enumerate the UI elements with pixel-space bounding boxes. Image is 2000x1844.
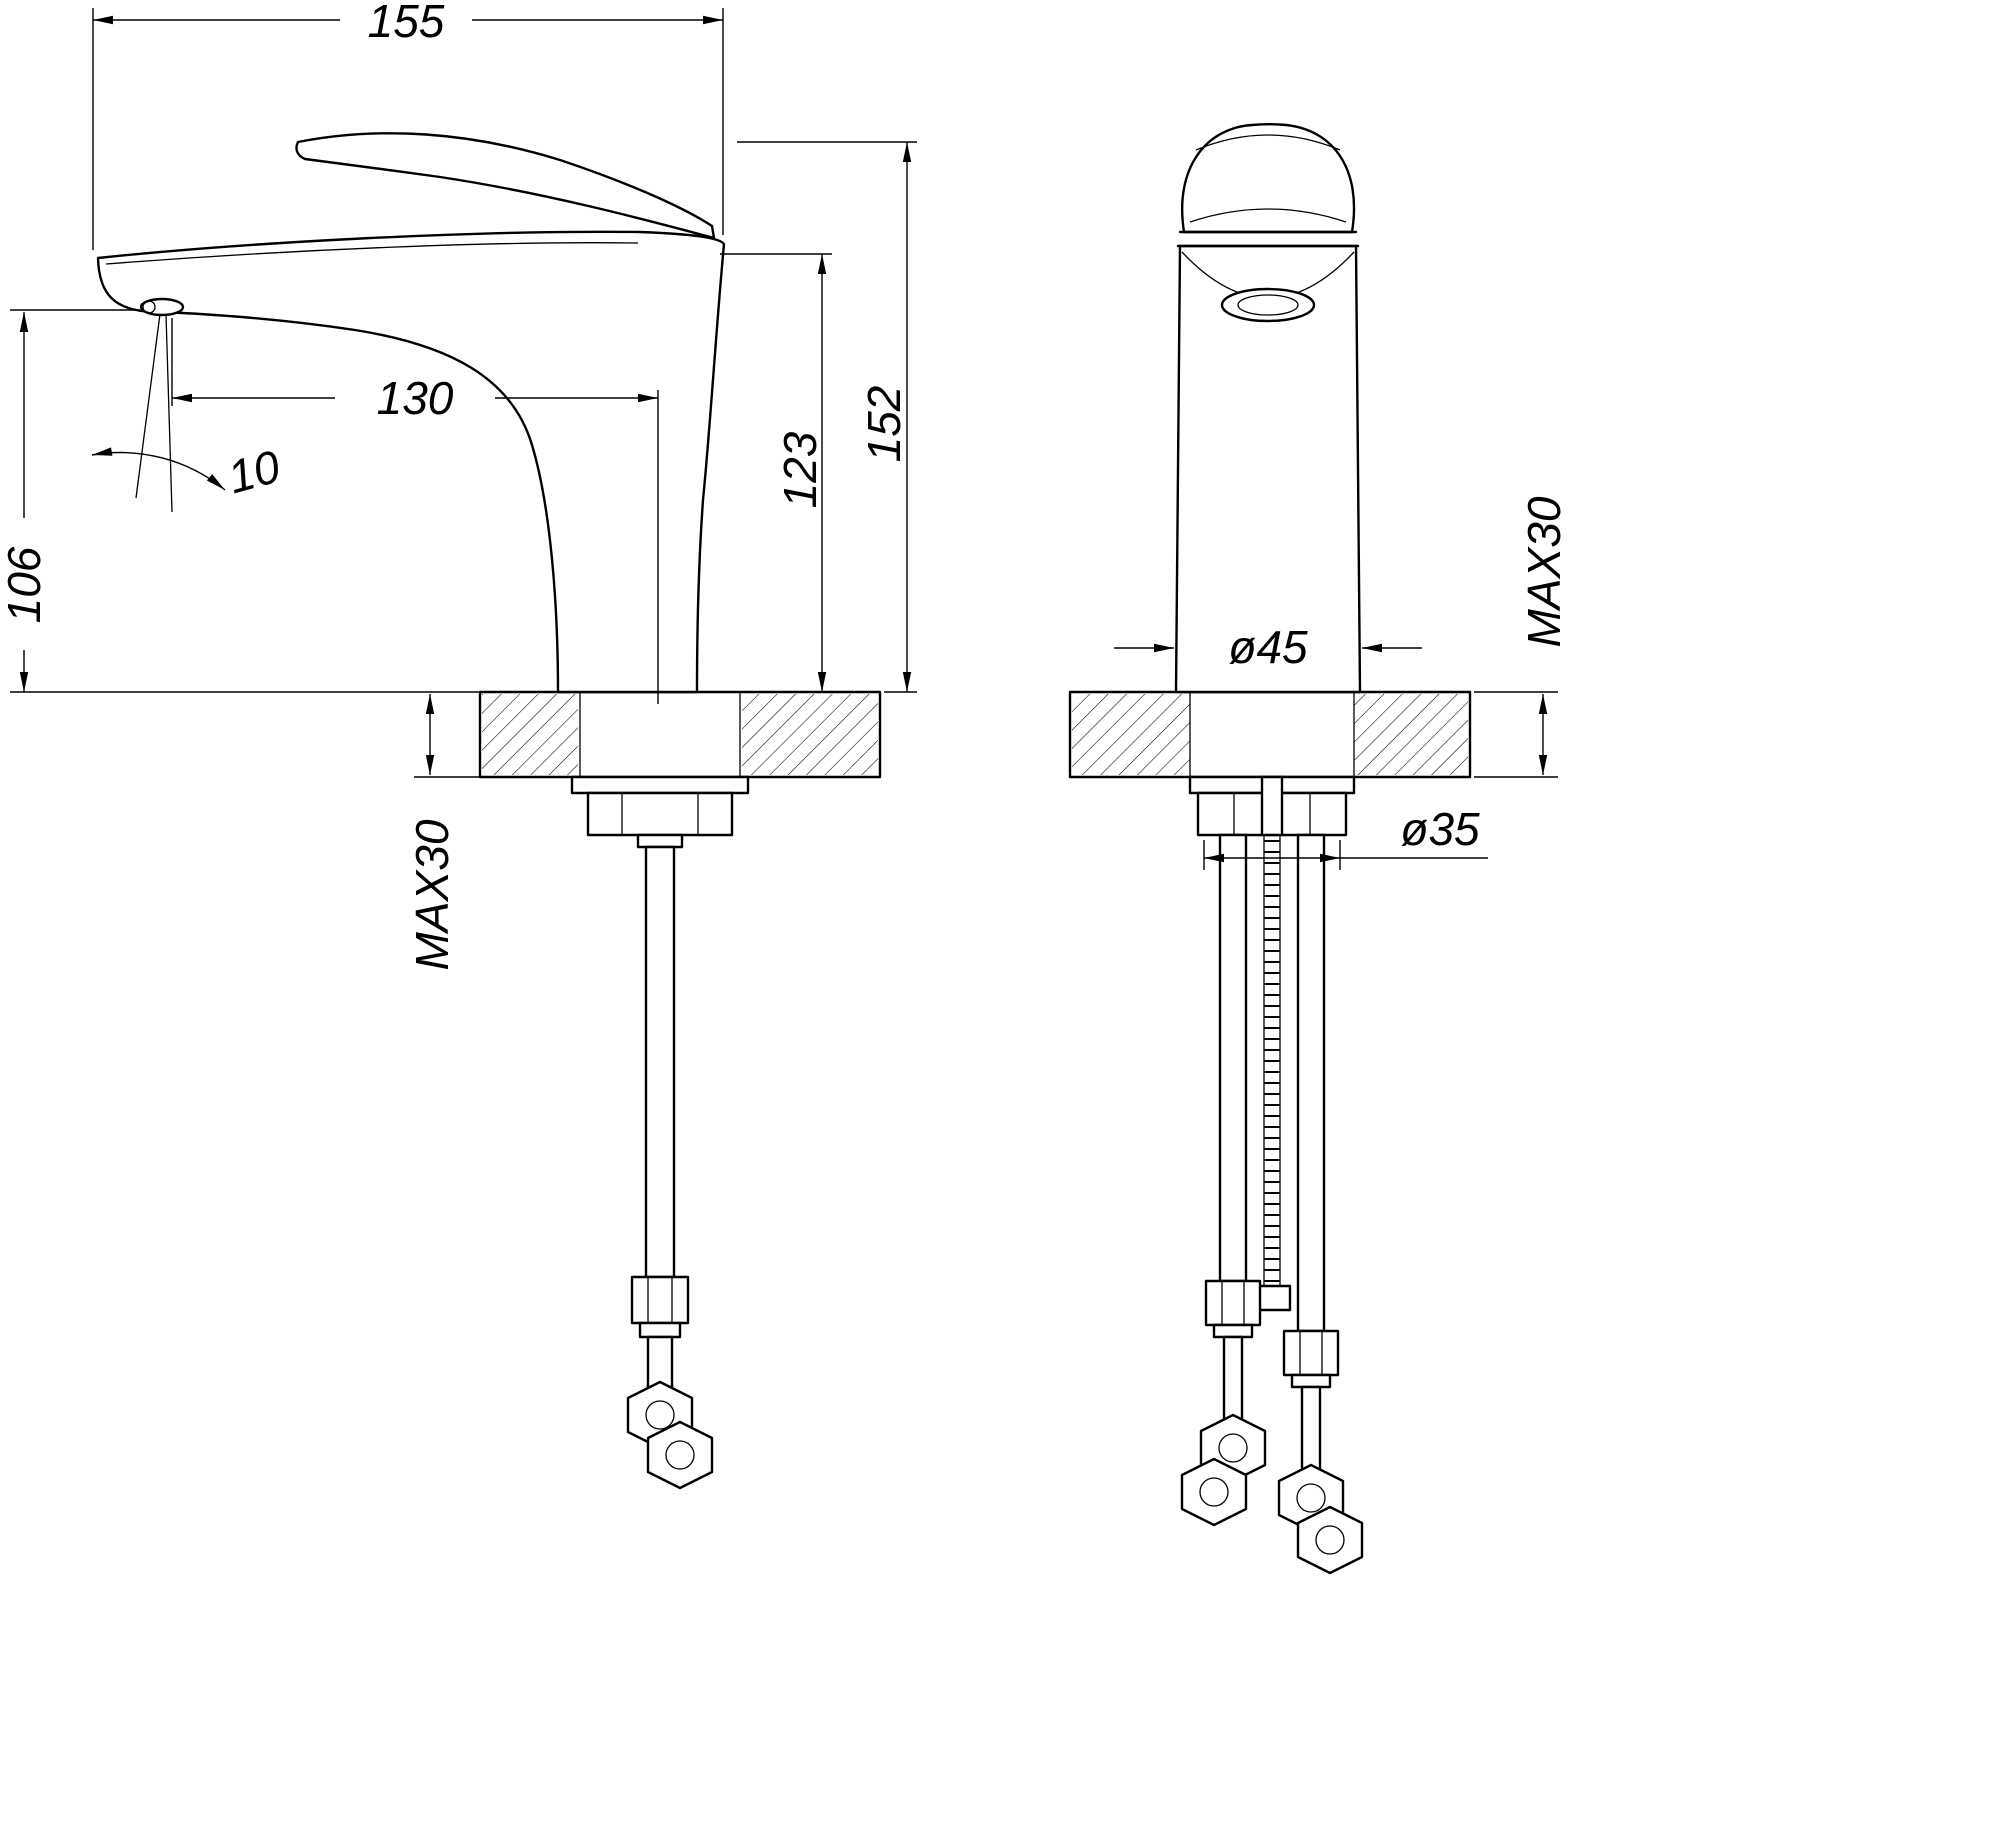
front-aerator <box>1220 287 1316 323</box>
side-view <box>96 132 882 1490</box>
front-hose-left-fitting-2 <box>1180 1457 1248 1527</box>
side-spout-inner-line <box>105 242 639 265</box>
side-end-fitting-2 <box>646 1420 714 1490</box>
side-stream-line-vertical <box>165 313 173 513</box>
front-undermount <box>1180 775 1364 1575</box>
dim-123-label: 123 <box>774 431 826 508</box>
angle-arc <box>91 447 226 491</box>
side-deck-hatch-left <box>482 694 578 775</box>
front-hose-right-connector <box>1282 1329 1340 1377</box>
side-connector-collar <box>638 1321 682 1339</box>
front-washer-slot <box>1260 775 1284 837</box>
front-hose-right-tail <box>1300 1385 1322 1475</box>
dim-130-label: 130 <box>377 372 454 424</box>
dim-max30-right-label: MAX30 <box>1518 496 1570 647</box>
front-handle <box>1181 123 1356 234</box>
dim-152: 152 <box>737 141 917 693</box>
dim-130: 130 <box>171 318 659 704</box>
front-hose-left <box>1218 833 1248 1283</box>
dim-123: 123 <box>720 253 832 692</box>
front-hose-left-tail <box>1222 1335 1244 1425</box>
dim-max30-left: MAX30 <box>406 694 486 970</box>
side-hose-connector <box>630 1275 690 1325</box>
dim-106: 106 <box>0 309 480 693</box>
dim-10-angle: 10 <box>91 440 286 504</box>
side-undermount <box>570 775 750 1490</box>
side-aerator-hole <box>142 300 156 314</box>
front-deck <box>1068 690 1472 779</box>
dim-d45: ø45 <box>1114 621 1422 673</box>
dim-max30-right: MAX30 <box>1474 496 1570 778</box>
front-hose-left-connector <box>1204 1279 1262 1327</box>
front-deck-hatch-right <box>1354 694 1468 775</box>
front-aerator-inner <box>1237 294 1299 316</box>
front-lever-seam <box>1189 208 1347 223</box>
side-stream-line-tilted <box>135 313 161 499</box>
dim-152-label: 152 <box>858 386 910 463</box>
side-deck <box>478 690 882 779</box>
side-washer <box>570 775 750 795</box>
side-supply-hose <box>644 845 676 1279</box>
dim-d35: ø35 <box>1203 803 1488 870</box>
side-aerator <box>139 297 185 317</box>
front-deck-hatch-left <box>1072 694 1190 775</box>
dim-155-label: 155 <box>368 0 445 47</box>
dim-d35-label: ø35 <box>1400 803 1480 855</box>
dim-max30-left-label: MAX30 <box>406 819 458 970</box>
side-mounting-nut <box>586 791 734 837</box>
front-hose-right-fitting-2 <box>1296 1505 1364 1575</box>
front-hose-right <box>1296 833 1326 1333</box>
dim-106-label: 106 <box>0 546 50 623</box>
side-faucet-body <box>96 230 726 694</box>
side-handle <box>295 132 716 240</box>
dim-10-label: 10 <box>222 440 285 504</box>
dim-155: 155 <box>92 0 724 250</box>
front-view <box>1068 123 1472 1575</box>
dim-d45-label: ø45 <box>1228 621 1308 673</box>
side-deck-outline <box>478 690 882 779</box>
front-cap-seam <box>1195 134 1341 151</box>
side-shank-step <box>636 833 684 849</box>
side-deck-hatch-right <box>742 694 878 775</box>
